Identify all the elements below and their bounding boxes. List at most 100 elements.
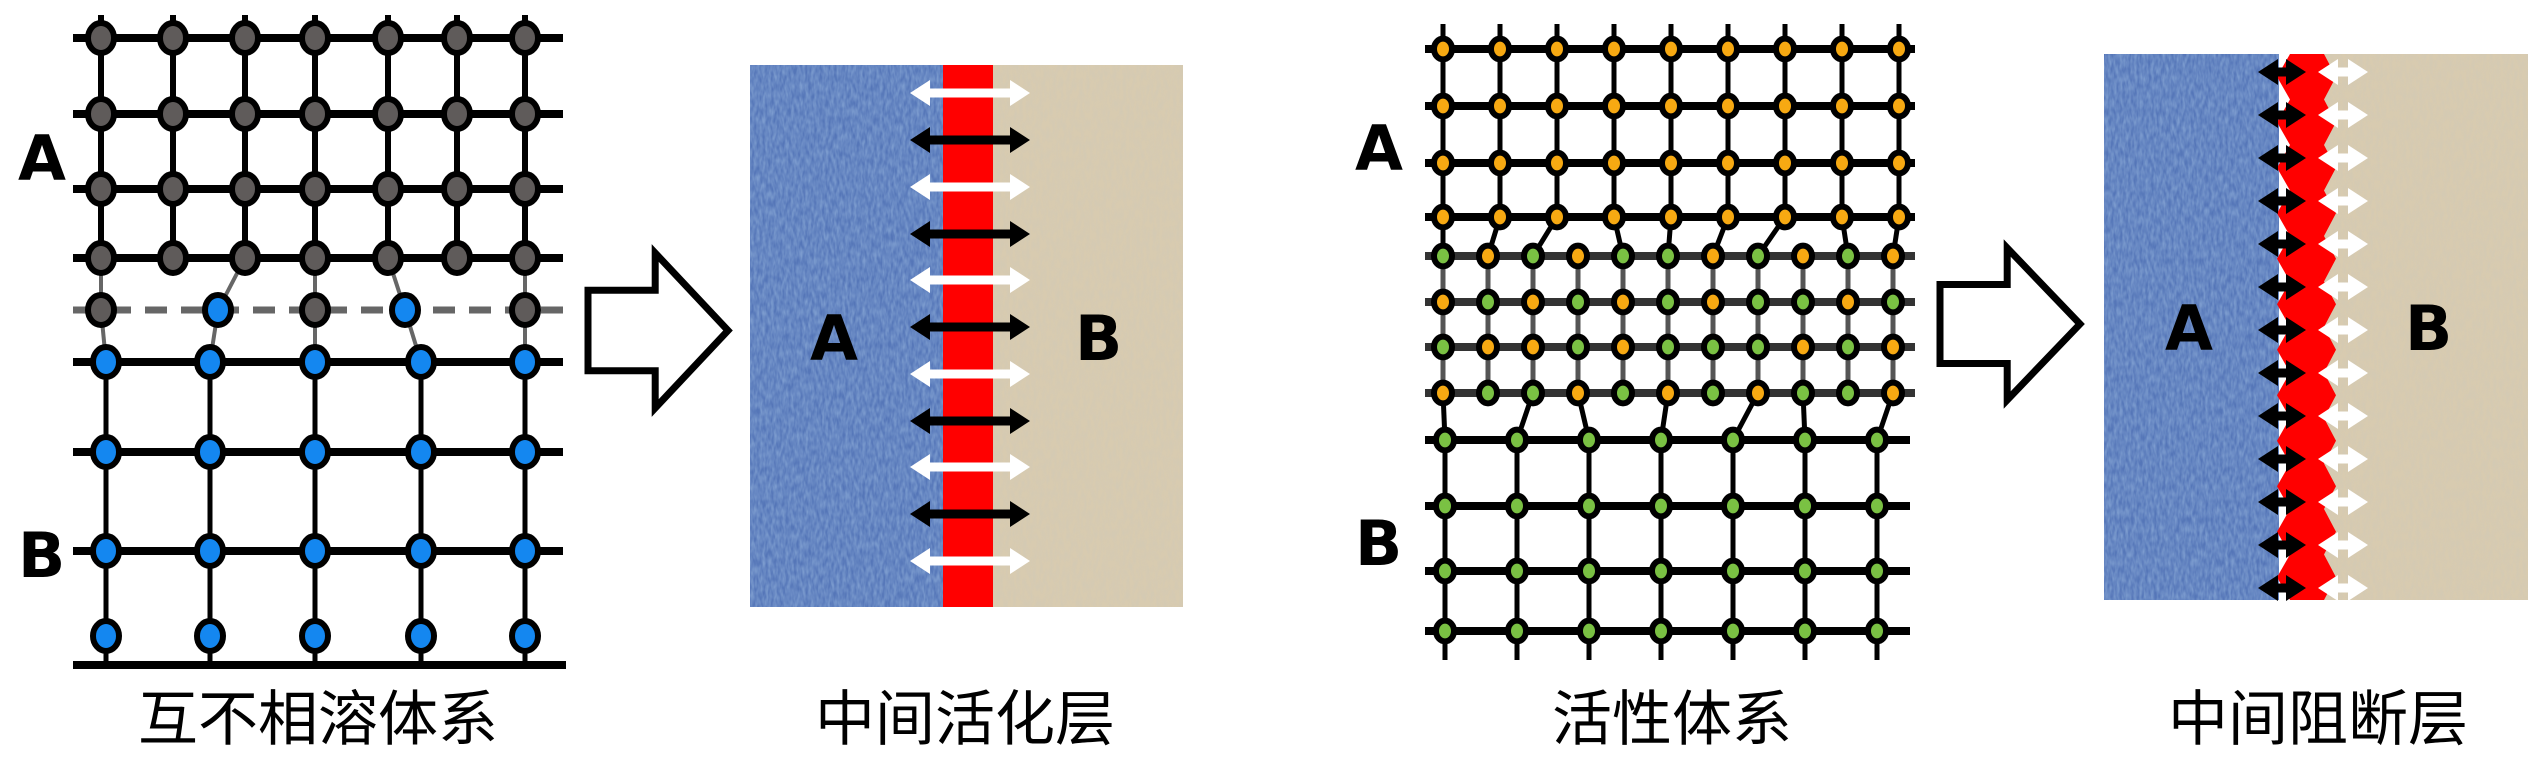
atom-b <box>194 344 226 380</box>
blocked-arrow-b-head-right <box>2348 575 2368 601</box>
atom-a <box>1716 203 1740 231</box>
atom-a <box>1830 203 1854 231</box>
phase-a-texture <box>750 65 943 607</box>
mixed-atom <box>1566 379 1590 407</box>
atom-b <box>1505 617 1529 645</box>
atom-a <box>1602 203 1626 231</box>
mixed-atom <box>1476 333 1500 361</box>
mixed-atom <box>1836 379 1860 407</box>
atom-b <box>1721 492 1745 520</box>
atom-a <box>1431 149 1455 177</box>
atom-b <box>405 533 437 569</box>
atom-b <box>299 533 331 569</box>
mixed-atom <box>1656 242 1680 270</box>
diffusion-arrow-head-left <box>910 454 930 480</box>
atom-a <box>1887 203 1911 231</box>
atom-a <box>1431 35 1455 63</box>
atom-b <box>405 344 437 380</box>
atom-b <box>1793 426 1817 454</box>
atom-b <box>509 434 541 470</box>
blocked-arrow-a-head-right <box>2286 575 2306 601</box>
blocked-arrow-a-head-left <box>2258 446 2278 472</box>
blocked-arrow-b-head-right <box>2348 59 2368 85</box>
atom-a <box>1887 35 1911 63</box>
atom-a <box>1773 35 1797 63</box>
diffusion-arrow-head-left <box>910 127 930 153</box>
blocked-arrow-b-head-left <box>2318 403 2338 429</box>
atom-a <box>1488 203 1512 231</box>
mixed-atom <box>1656 288 1680 316</box>
mixed-atom <box>1431 288 1455 316</box>
diffusion-arrow-head-right <box>1010 174 1030 200</box>
mixed-atom <box>1881 333 1905 361</box>
atom-b <box>1793 617 1817 645</box>
diffusion-arrow-head-right <box>1010 501 1030 527</box>
atom-a <box>372 96 404 132</box>
atom-b <box>1649 617 1673 645</box>
atom-a <box>1488 35 1512 63</box>
blocked-arrow-a-head-left <box>2258 231 2278 257</box>
atom-b <box>1505 426 1529 454</box>
atom-b <box>1649 557 1673 585</box>
blocked-arrow-b-head-right <box>2348 446 2368 472</box>
blocked-arrow-b-head-right <box>2348 145 2368 171</box>
atom-a <box>157 240 189 276</box>
atom-a <box>1716 92 1740 120</box>
blocked-arrow-a-head-right <box>2286 274 2306 300</box>
interface-atom <box>202 292 234 328</box>
atom-a <box>509 20 541 56</box>
blocked-arrow-b-head-right <box>2348 532 2368 558</box>
caption-barrier-interlayer: 中间阻断层 <box>2168 685 2468 755</box>
mixed-atom <box>1791 379 1815 407</box>
atom-b <box>90 533 122 569</box>
atom-b <box>1721 617 1745 645</box>
mixed-atom <box>1521 379 1545 407</box>
panel4-label-b: B <box>2405 292 2453 365</box>
panel4-label-a: A <box>2165 292 2213 365</box>
mixed-atom <box>1701 379 1725 407</box>
atom-a <box>509 96 541 132</box>
atom-b <box>1577 557 1601 585</box>
mixed-atom <box>1521 242 1545 270</box>
blocked-arrow-b-head-right <box>2348 360 2368 386</box>
atom-b <box>1433 557 1457 585</box>
blocked-arrow-a-head-right <box>2286 360 2306 386</box>
blocked-arrow-a-head-right <box>2286 102 2306 128</box>
mixed-atom <box>1791 333 1815 361</box>
mixed-atom <box>1566 242 1590 270</box>
blocked-arrow-a-head-right <box>2286 446 2306 472</box>
atom-b <box>509 533 541 569</box>
atom-a <box>509 171 541 207</box>
atom-a <box>372 20 404 56</box>
atom-a <box>1488 149 1512 177</box>
blocked-arrow-a-head-right <box>2286 145 2306 171</box>
blocked-arrow-a-head-left <box>2258 489 2278 515</box>
atom-a <box>1773 149 1797 177</box>
atom-b <box>90 434 122 470</box>
blocked-arrow-b-head-right <box>2348 188 2368 214</box>
blocked-arrow-b-head-left <box>2318 274 2338 300</box>
atom-a <box>441 240 473 276</box>
atom-b <box>1793 557 1817 585</box>
blocked-arrow-b-head-right <box>2348 274 2368 300</box>
atom-a <box>1773 92 1797 120</box>
blocked-arrow-a-head-right <box>2286 231 2306 257</box>
atom-a <box>1659 92 1683 120</box>
atom-a <box>1545 35 1569 63</box>
diffusion-arrow-head-left <box>910 408 930 434</box>
transform-arrow-2 <box>1936 239 2085 409</box>
mixed-atom <box>1431 242 1455 270</box>
diffusion-arrow-head-right <box>1010 408 1030 434</box>
atom-a <box>85 240 117 276</box>
atom-a <box>1716 149 1740 177</box>
phase-a-texture <box>2104 54 2279 600</box>
blocked-arrow-a-head-right <box>2286 489 2306 515</box>
blocked-arrow-b-head-left <box>2318 575 2338 601</box>
atom-a <box>1659 149 1683 177</box>
panel3-label-a: A <box>1355 112 1403 185</box>
atom-a <box>157 96 189 132</box>
atom-b <box>299 434 331 470</box>
panel3-label-b: B <box>1355 507 1403 580</box>
interface-atom <box>85 292 117 328</box>
